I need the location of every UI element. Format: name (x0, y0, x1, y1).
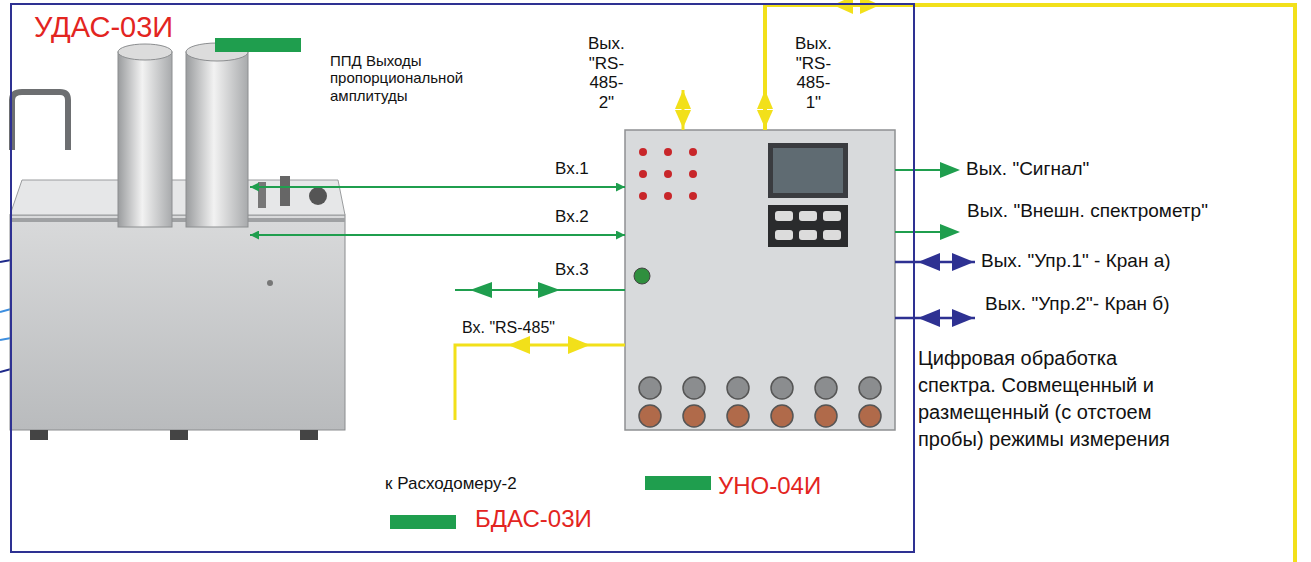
valve (280, 176, 290, 206)
input-name: Вх.2 (555, 207, 589, 227)
rs485-line (455, 336, 625, 420)
rs485-output-lines (675, 0, 1295, 562)
signal-name: Вых. "Упр.2"- Кран б) (985, 293, 1170, 315)
device-name: УДАС-03И (34, 11, 173, 44)
unit-body (625, 130, 895, 430)
foot (300, 430, 318, 440)
valve (258, 182, 266, 208)
signal-name: Вых. "Внешн. спектрометр" (967, 200, 1208, 222)
marker-bar (390, 515, 456, 529)
processing-unit-block: УНО-04И (625, 130, 895, 430)
handle (12, 92, 68, 150)
signal-connector (250, 234, 625, 236)
detector-cylinder (118, 52, 172, 227)
detector-cylinder (186, 52, 248, 227)
connectors (639, 377, 881, 427)
display-screen (773, 148, 843, 193)
signal-name: Вх. "RS-485" (462, 319, 555, 337)
device-name: БДАС-03И (475, 505, 592, 533)
device-top (10, 180, 345, 215)
signal-name: Вых. "Упр.1" - Кран а) (981, 250, 1171, 272)
power-button (634, 268, 650, 284)
detector-device (10, 43, 345, 440)
keypad-buttons (775, 211, 841, 240)
marker-bar (215, 38, 301, 52)
screw (267, 280, 273, 286)
system-frame: УДАС-03ИБДАС-03ИУНО-04И (10, 3, 915, 553)
signal-name: Вых. "Сигнал" (966, 158, 1089, 180)
device-name: УНО-04И (718, 472, 821, 500)
output-lines (895, 162, 975, 327)
signal-name: Вых. "RS-485-2" (588, 34, 625, 112)
display (768, 143, 848, 198)
input-line (455, 282, 625, 298)
marker-bar (645, 476, 711, 490)
cylinder-top (118, 44, 172, 60)
input-name: Вх.1 (555, 159, 589, 179)
indicator-leds (639, 148, 697, 200)
output-note: ППД Выходы пропорциональной амплитуды (330, 52, 463, 104)
input-name: Вх.3 (555, 260, 589, 280)
knob (309, 187, 327, 205)
detector-block: БДАС-03И (10, 40, 250, 440)
foot (30, 430, 48, 440)
device-body (10, 215, 345, 430)
signal-connector (250, 186, 625, 188)
note: к Расходомеру-2 (385, 474, 517, 494)
foot (170, 430, 188, 440)
device-edge (10, 218, 345, 222)
signal-name: Вых. "RS-485-1" (795, 34, 832, 112)
processing-unit (625, 130, 895, 430)
keypad (768, 205, 848, 247)
description-note: Цифровая обработка спектра. Совмещенный … (918, 345, 1183, 453)
